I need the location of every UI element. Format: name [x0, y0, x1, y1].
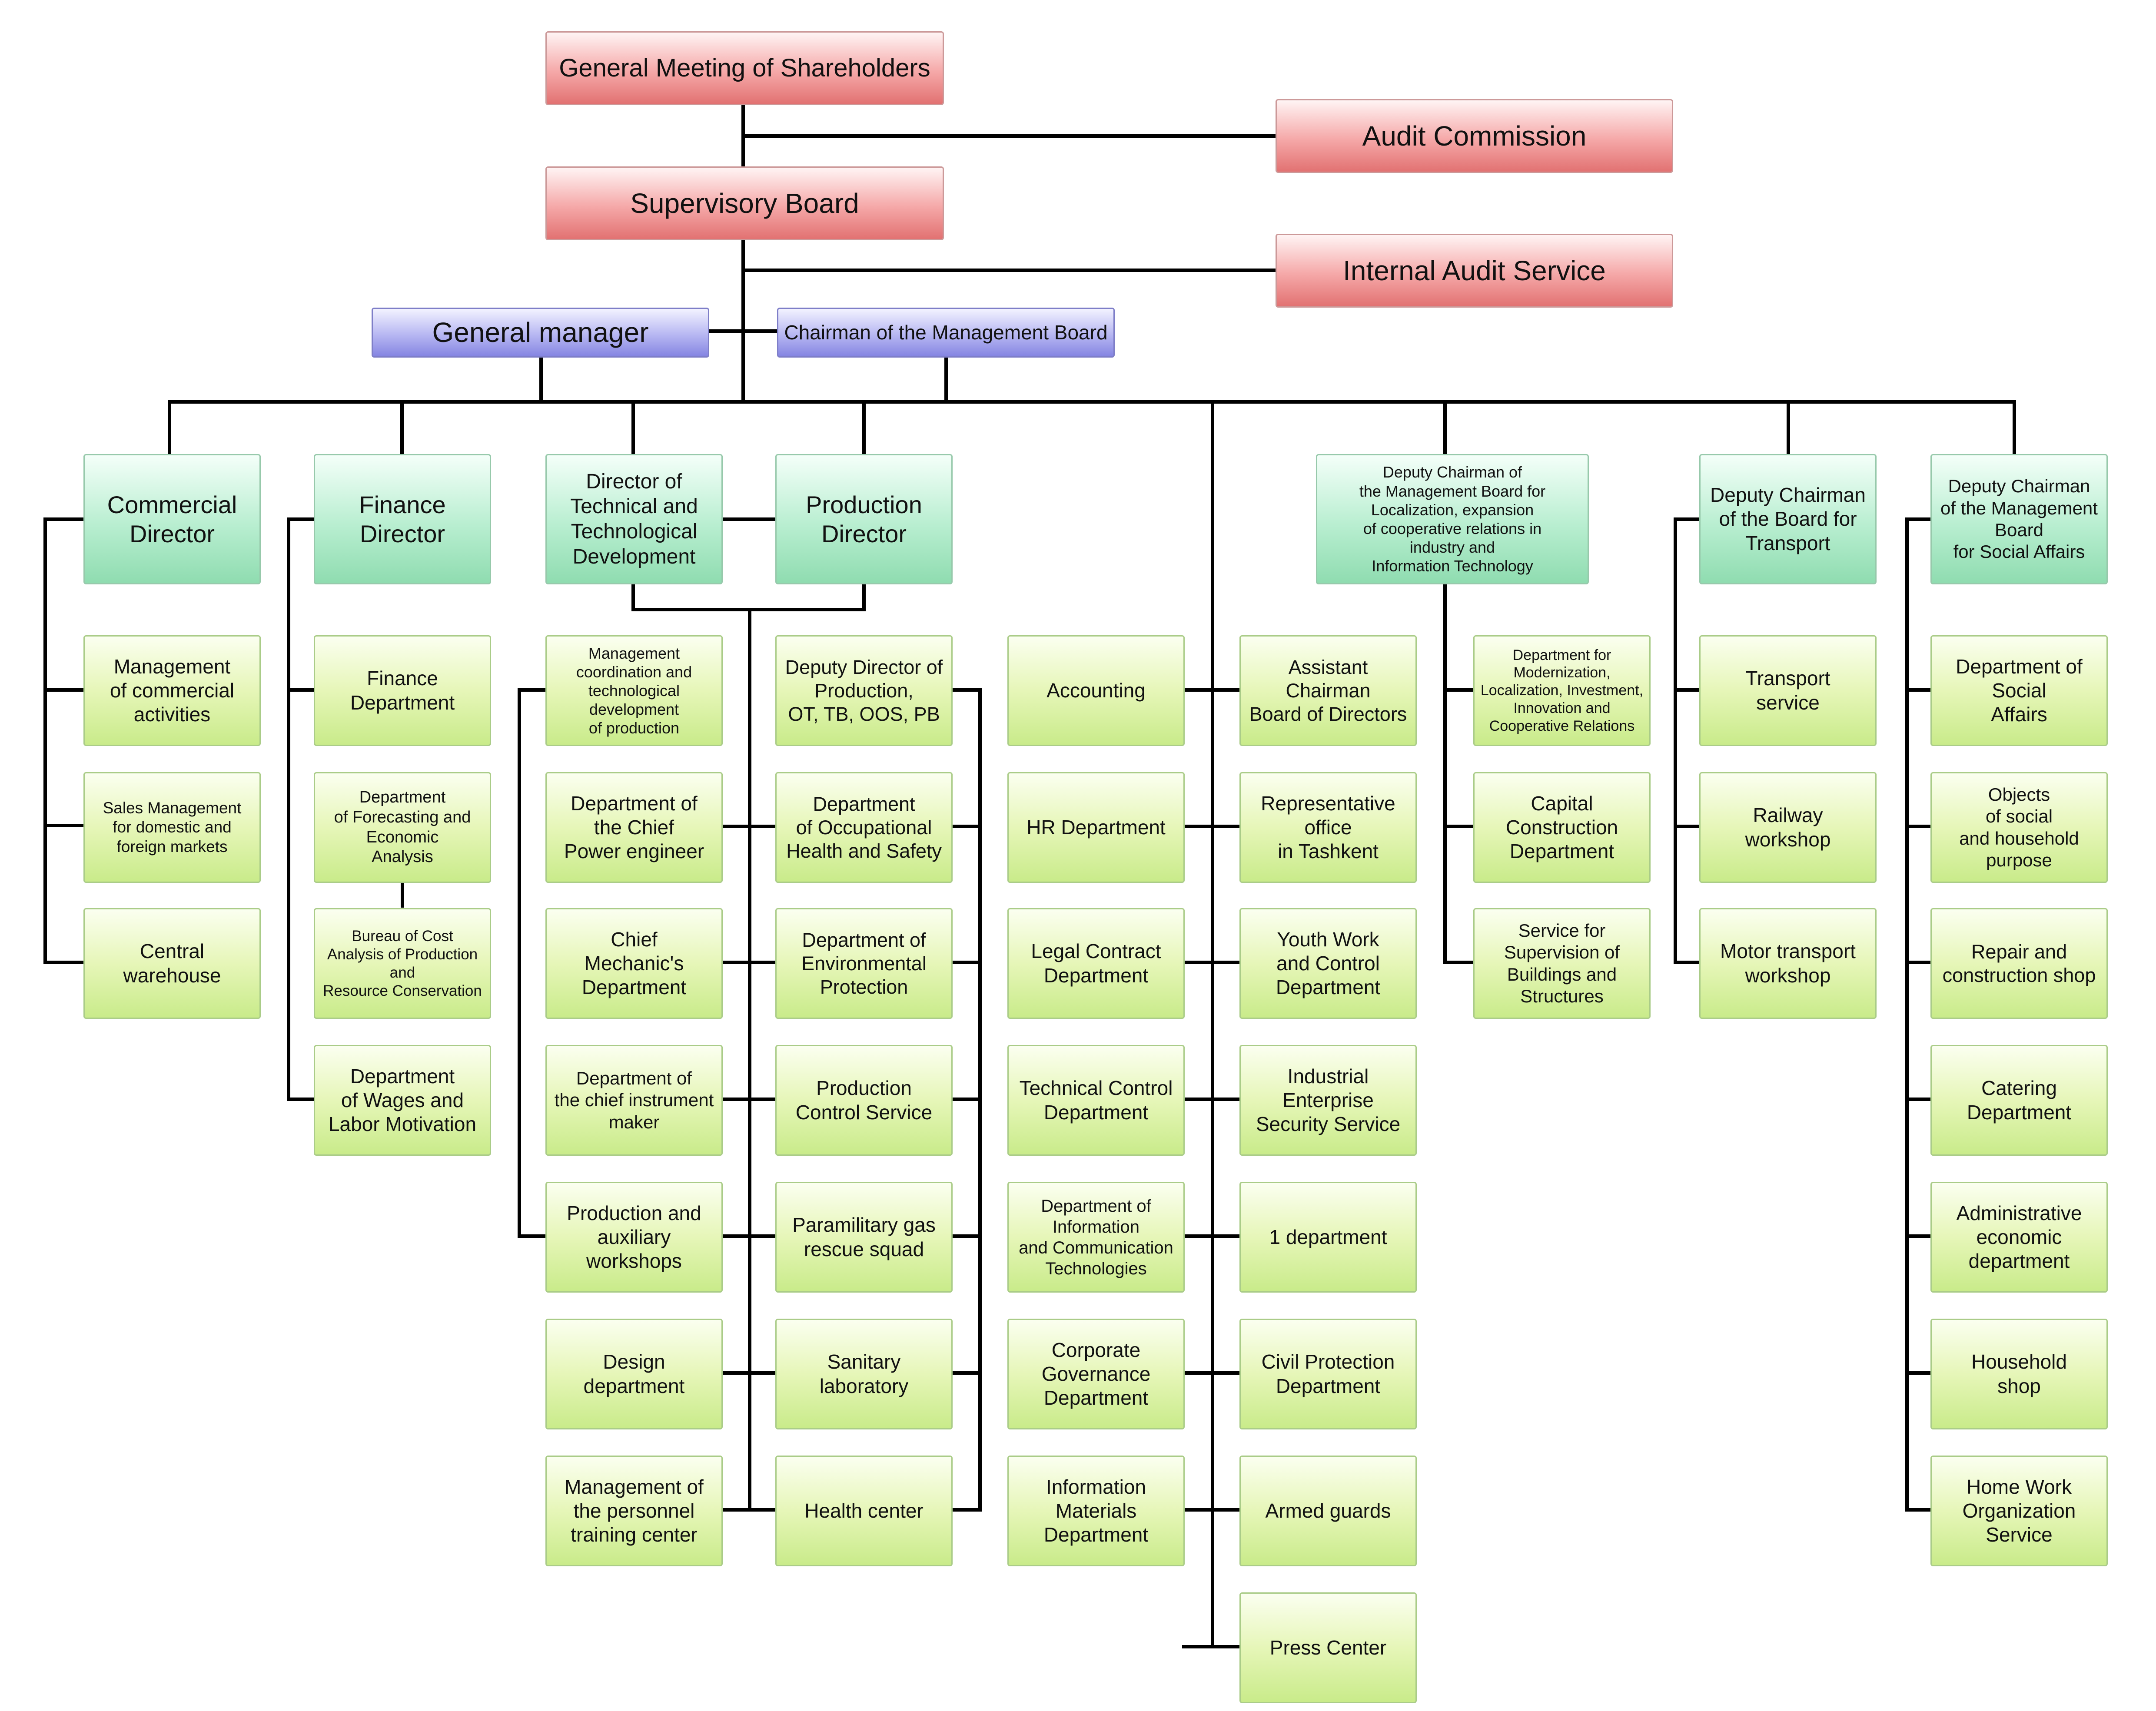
unit-production-7: Health center	[775, 1456, 953, 1566]
unit-chairman-left-4: Technical Control Department	[1007, 1045, 1185, 1156]
unit-chairman-right-8: Press Center	[1239, 1592, 1417, 1703]
unit-chairman-left-3: Legal Contract Department	[1007, 908, 1185, 1019]
unit-social-5: Administrative economic department	[1930, 1182, 2108, 1293]
shareholders-box: General Meeting of Shareholders	[545, 31, 944, 105]
localization-deputy-box: Deputy Chairman of the Management Board …	[1316, 454, 1589, 584]
unit-chairman-left-5: Department of Information and Communicat…	[1007, 1182, 1185, 1293]
unit-chairman-right-3: Youth Work and Control Department	[1239, 908, 1417, 1019]
unit-technical-2: Department of the Chief Power engineer	[545, 772, 723, 883]
unit-chairman-right-7: Armed guards	[1239, 1456, 1417, 1566]
unit-chairman-right-6: Civil Protection Department	[1239, 1319, 1417, 1429]
unit-technical-5: Production and auxiliary workshops	[545, 1182, 723, 1293]
unit-chairman-right-1: Assistant Chairman Board of Directors	[1239, 635, 1417, 746]
general-manager-box: General manager	[372, 308, 709, 358]
unit-chairman-right-5: 1 department	[1239, 1182, 1417, 1293]
finance-director-box: Finance Director	[314, 454, 491, 584]
unit-technical-4: Department of the chief instrument maker	[545, 1045, 723, 1156]
unit-finance-3: Bureau of Cost Analysis of Production an…	[314, 908, 491, 1019]
unit-production-6: Sanitary laboratory	[775, 1319, 953, 1429]
production-director-box: Production Director	[775, 454, 953, 584]
unit-localization-3: Service for Supervision of Buildings and…	[1473, 908, 1651, 1019]
unit-transport-2: Railway workshop	[1699, 772, 1877, 883]
unit-chairman-right-2: Representative office in Tashkent	[1239, 772, 1417, 883]
unit-social-2: Objects of social and household purpose	[1930, 772, 2108, 883]
unit-commercial-2: Sales Management for domestic and foreig…	[83, 772, 261, 883]
unit-commercial-3: Central warehouse	[83, 908, 261, 1019]
unit-localization-2: Capital Construction Department	[1473, 772, 1651, 883]
unit-finance-4: Department of Wages and Labor Motivation	[314, 1045, 491, 1156]
unit-technical-3: Chief Mechanic's Department	[545, 908, 723, 1019]
audit-commission-box: Audit Commission	[1276, 99, 1673, 173]
supervisory-board-box: Supervisory Board	[545, 166, 944, 240]
technical-director-box: Director of Technical and Technological …	[545, 454, 723, 584]
unit-production-2: Department of Occupational Health and Sa…	[775, 772, 953, 883]
unit-production-5: Paramilitary gas rescue squad	[775, 1182, 953, 1293]
unit-localization-1: Department for Modernization, Localizati…	[1473, 635, 1651, 746]
social-deputy-box: Deputy Chairman of the Management Board …	[1930, 454, 2108, 584]
internal-audit-box: Internal Audit Service	[1276, 234, 1673, 308]
unit-finance-2: Department of Forecasting and Economic A…	[314, 772, 491, 883]
unit-technical-6: Design department	[545, 1319, 723, 1429]
unit-technical-1: Management coordination and technologica…	[545, 635, 723, 746]
unit-social-6: Household shop	[1930, 1319, 2108, 1429]
unit-production-3: Department of Environmental Protection	[775, 908, 953, 1019]
commercial-director-box: Commercial Director	[83, 454, 261, 584]
unit-chairman-left-6: Corporate Governance Department	[1007, 1319, 1185, 1429]
transport-deputy-box: Deputy Chairman of the Board for Transpo…	[1699, 454, 1877, 584]
unit-technical-7: Management of the personnel training cen…	[545, 1456, 723, 1566]
unit-chairman-right-4: Industrial Enterprise Security Service	[1239, 1045, 1417, 1156]
unit-finance-1: Finance Department	[314, 635, 491, 746]
unit-commercial-1: Management of commercial activities	[83, 635, 261, 746]
unit-chairman-left-1: Accounting	[1007, 635, 1185, 746]
chairman-box: Chairman of the Management Board	[777, 308, 1115, 358]
unit-transport-1: Transport service	[1699, 635, 1877, 746]
unit-chairman-left-2: HR Department	[1007, 772, 1185, 883]
unit-production-4: Production Control Service	[775, 1045, 953, 1156]
unit-social-7: Home Work Organization Service	[1930, 1456, 2108, 1566]
unit-production-1: Deputy Director of Production, OT, TB, O…	[775, 635, 953, 746]
unit-social-1: Department of Social Affairs	[1930, 635, 2108, 746]
unit-social-3: Repair and construction shop	[1930, 908, 2108, 1019]
unit-transport-3: Motor transport workshop	[1699, 908, 1877, 1019]
unit-social-4: Catering Department	[1930, 1045, 2108, 1156]
unit-chairman-left-7: Information Materials Department	[1007, 1456, 1185, 1566]
